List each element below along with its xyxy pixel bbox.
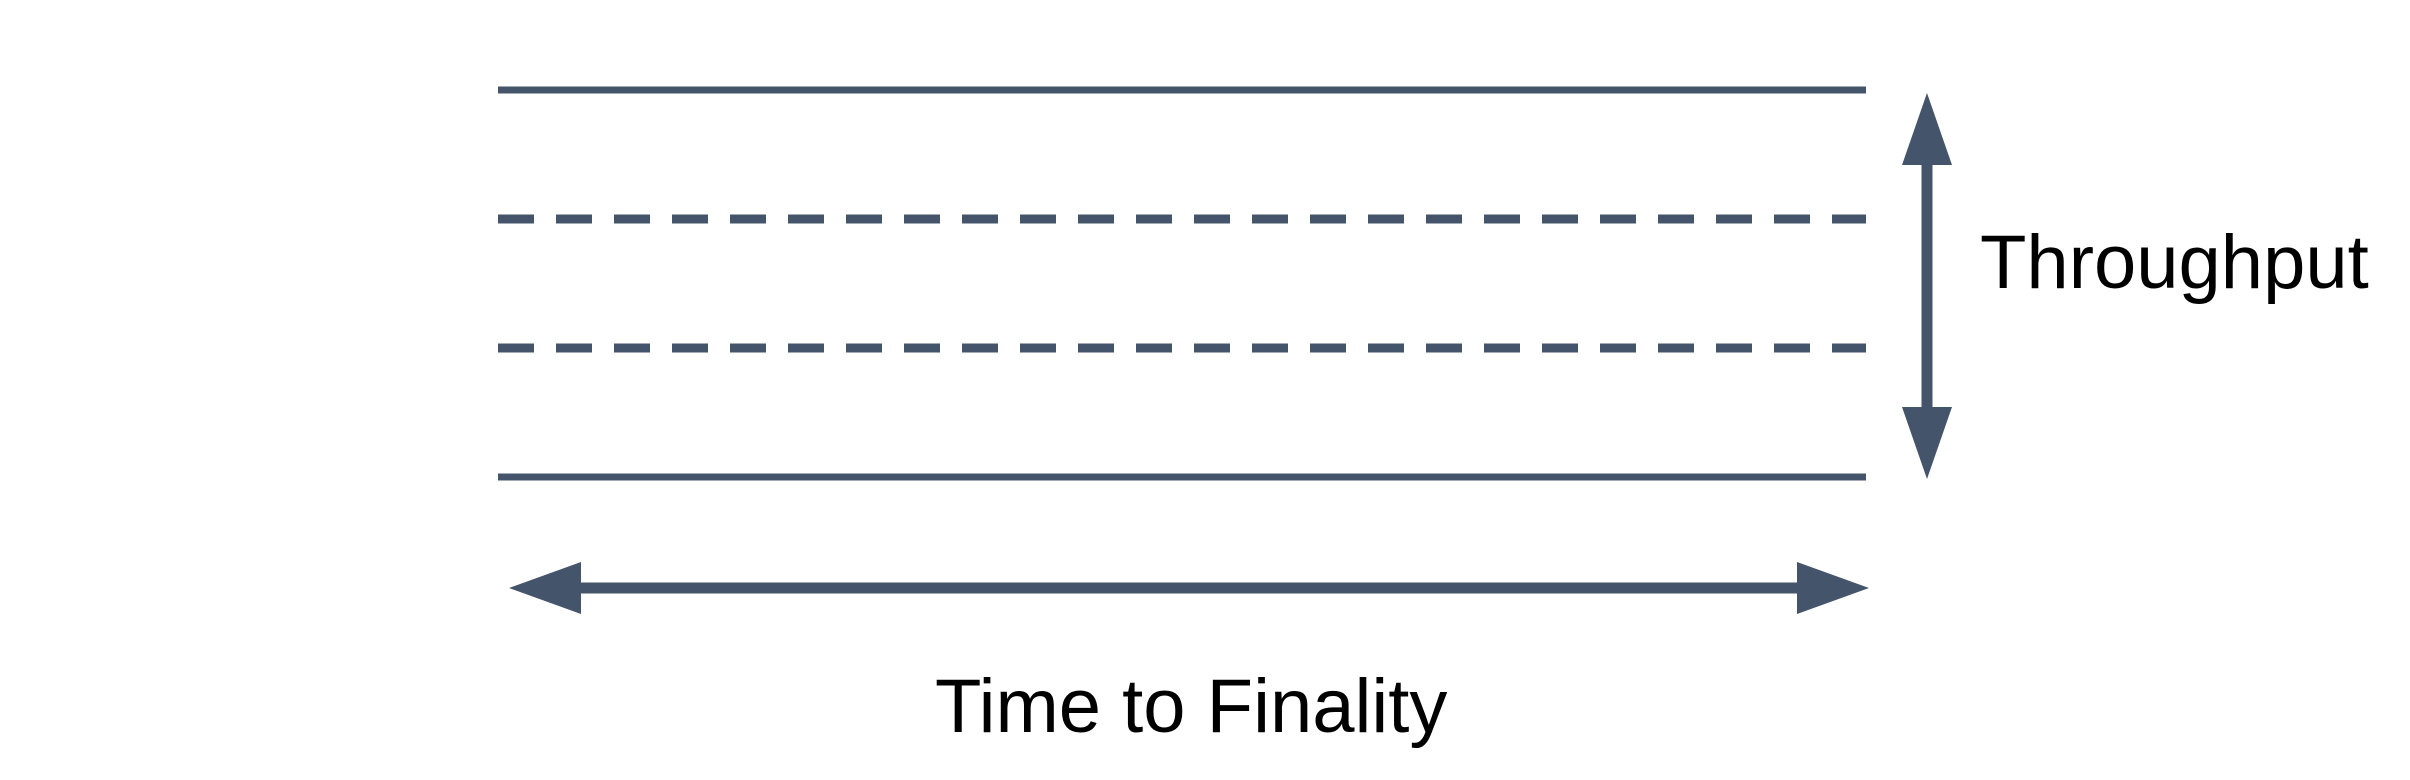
time-to-finality-arrow (509, 562, 1869, 614)
throughput-arrow (1902, 93, 1952, 479)
time-to-finality-arrow-head-right (1797, 562, 1869, 614)
time-to-finality-arrow-head-left (509, 562, 581, 614)
throughput-arrow-head-down (1902, 407, 1952, 479)
throughput-label: Throughput (1980, 220, 2369, 305)
throughput-arrow-head-up (1902, 93, 1952, 165)
time-to-finality-label: Time to Finality (935, 664, 1448, 749)
road-lanes-group (498, 86, 1866, 481)
